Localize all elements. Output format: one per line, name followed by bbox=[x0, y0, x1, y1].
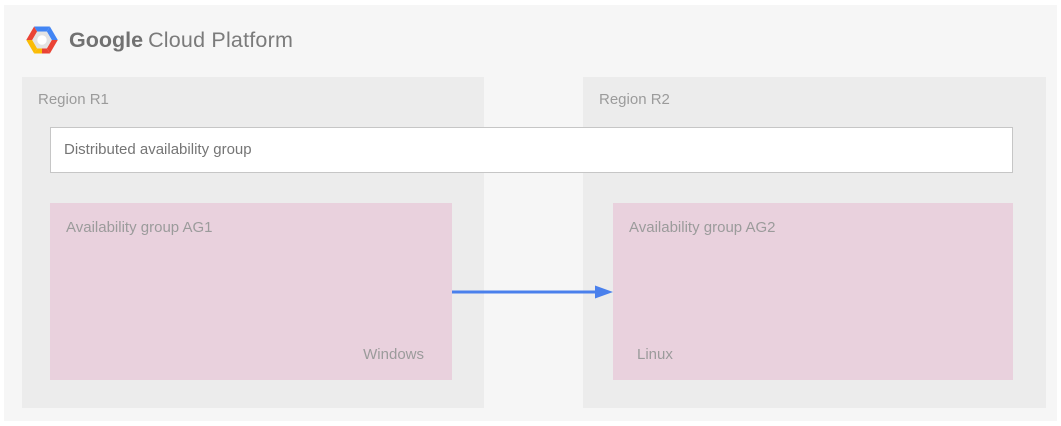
distributed-availability-group-box: Distributed availability group bbox=[50, 127, 1013, 173]
gcp-logo-text-cloud-platform: Cloud Platform bbox=[148, 27, 294, 52]
region-r2-label: Region R2 bbox=[599, 91, 670, 108]
availability-group-ag2-label: Availability group AG2 bbox=[629, 219, 776, 236]
gcp-logo-icon bbox=[26, 26, 58, 54]
ag2-os-label: Linux bbox=[637, 346, 673, 363]
availability-group-ag1: Availability group AG1 Windows bbox=[50, 203, 452, 380]
gcp-logo-text-google: Google bbox=[69, 27, 144, 52]
availability-group-ag1-label: Availability group AG1 bbox=[66, 219, 213, 236]
distributed-availability-group-label: Distributed availability group bbox=[64, 141, 252, 158]
availability-group-ag2: Availability group AG2 Linux bbox=[613, 203, 1013, 380]
ag1-os-label: Windows bbox=[363, 346, 424, 363]
region-r1-label: Region R1 bbox=[38, 91, 109, 108]
replication-arrow-icon bbox=[452, 285, 613, 299]
